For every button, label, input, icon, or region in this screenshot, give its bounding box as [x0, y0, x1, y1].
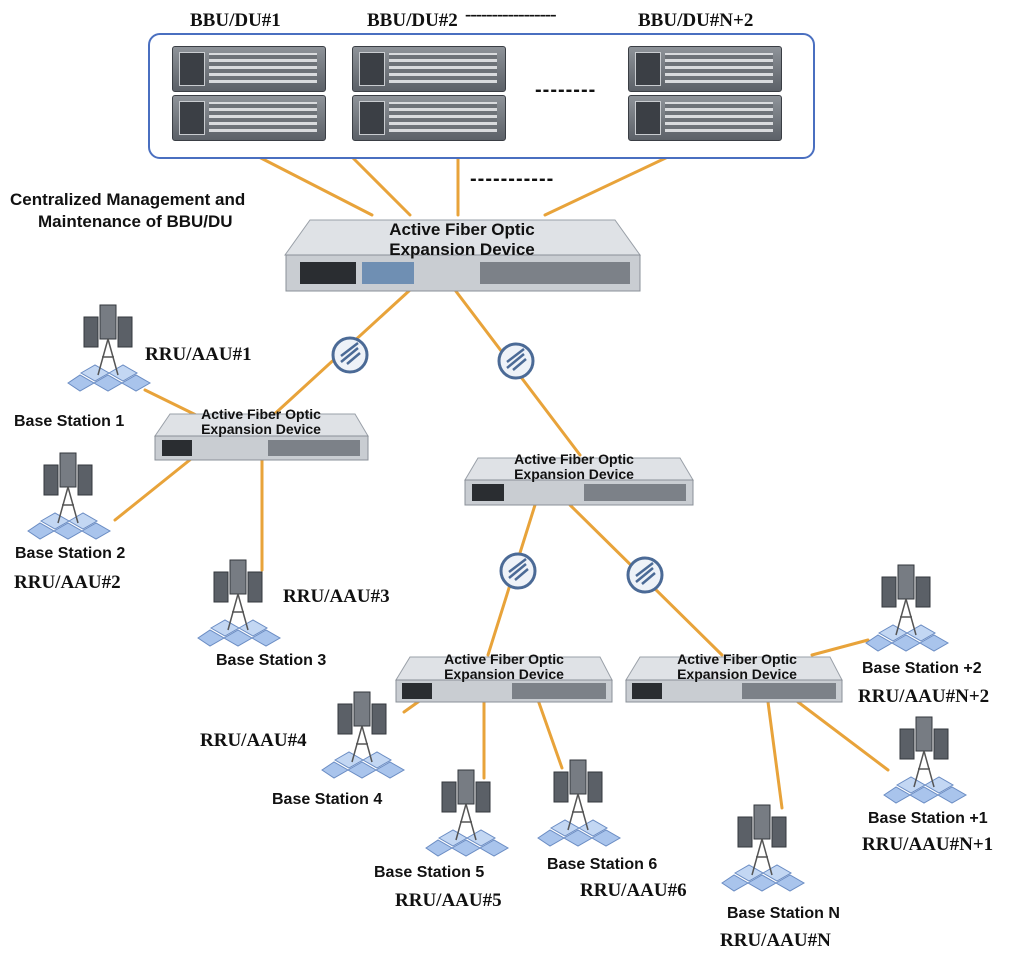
fiber-link	[113, 453, 198, 522]
fiber-link	[143, 388, 198, 417]
base-station-tower-icon	[537, 759, 621, 847]
device-label-line1: Active Fiber Optic	[389, 220, 535, 239]
base-station-tower-icon	[865, 564, 949, 652]
expansion-device-left	[154, 413, 369, 461]
base-station-label-1: Base Station 1	[14, 413, 125, 430]
optical-splitter-icon	[331, 336, 369, 374]
bbu-header-dashes: -----------------	[465, 4, 557, 25]
bbu-label-n2: BBU/DU#N+2	[638, 10, 754, 31]
fiber-link	[543, 153, 674, 217]
central-note-line1: Centralized Management and	[10, 190, 246, 209]
device-label-line2: Expansion Device	[514, 466, 634, 482]
fiber-link	[253, 153, 374, 217]
device-label-line2: Expansion Device	[389, 240, 535, 259]
fiber-link	[796, 700, 890, 772]
device-label-line1: Active Fiber Optic	[677, 651, 797, 667]
device-label-line2: Expansion Device	[677, 666, 797, 682]
base-station-tower-icon	[321, 691, 405, 779]
base-station-label-5: Base Station 5	[374, 864, 485, 881]
base-station-tower-icon	[883, 716, 967, 804]
bbu-du-pool-frame: --------	[148, 33, 815, 159]
base-station-tower-icon	[27, 452, 111, 540]
base-station-tower-icon	[197, 559, 281, 647]
fiber-link	[348, 153, 412, 217]
bbu-server-icon	[628, 95, 782, 141]
bbu-server-icon	[172, 46, 326, 92]
bbu-ellipsis: --------	[535, 79, 597, 101]
optical-splitter-icon	[626, 556, 664, 594]
expansion-device-middle	[464, 457, 694, 506]
fiber-link	[810, 638, 870, 657]
bbu-server-icon	[628, 46, 782, 92]
rru-label-6: RRU/AAU#6	[580, 880, 687, 901]
fiber-link	[766, 700, 784, 810]
rru-label-n1: RRU/AAU#N+1	[862, 834, 994, 855]
rru-label-5: RRU/AAU#5	[395, 890, 502, 911]
bbu-server-icon	[352, 95, 506, 141]
device-label-line2: Expansion Device	[201, 421, 321, 437]
rru-label-n2: RRU/AAU#N+2	[858, 686, 990, 707]
base-station-label-2: Base Station 2	[15, 545, 126, 562]
device-label-lower-left: Active Fiber Optic Expansion Device	[429, 652, 579, 682]
link-ellipsis: -----------	[470, 168, 555, 190]
bbu-server-icon	[352, 46, 506, 92]
rru-label-n: RRU/AAU#N	[720, 930, 831, 951]
device-label-lower-right: Active Fiber Optic Expansion Device	[662, 652, 812, 682]
base-station-label-n: Base Station N	[727, 905, 840, 922]
device-label-middle: Active Fiber Optic Expansion Device	[499, 452, 649, 482]
expansion-device-lower-left	[395, 656, 613, 703]
rru-label-1: RRU/AAU#1	[145, 344, 252, 365]
optical-splitter-icon	[499, 552, 537, 590]
bbu-label-1: BBU/DU#1	[190, 10, 281, 31]
rru-label-2: RRU/AAU#2	[14, 572, 121, 593]
bbu-server-icon	[172, 95, 326, 141]
device-label-line1: Active Fiber Optic	[514, 451, 634, 467]
device-label-line2: Expansion Device	[444, 666, 564, 682]
base-station-label-plus2: Base Station +2	[862, 660, 982, 677]
expansion-device-lower-right	[625, 656, 843, 703]
optical-splitter-icon	[497, 342, 535, 380]
device-label-left: Active Fiber Optic Expansion Device	[186, 407, 336, 437]
device-label-line1: Active Fiber Optic	[201, 406, 321, 422]
base-station-tower-icon	[425, 769, 509, 857]
base-station-tower-icon	[721, 804, 805, 892]
fiber-link	[536, 698, 564, 770]
base-station-label-4: Base Station 4	[272, 791, 383, 808]
base-station-label-6: Base Station 6	[547, 856, 658, 873]
base-station-label-3: Base Station 3	[216, 652, 327, 669]
rru-label-4: RRU/AAU#4	[200, 730, 307, 751]
rru-label-3: RRU/AAU#3	[283, 586, 390, 607]
base-station-label-plus1: Base Station +1	[868, 810, 988, 827]
base-station-tower-icon	[67, 304, 151, 392]
bbu-label-2: BBU/DU#2	[367, 10, 458, 31]
central-expansion-device	[284, 219, 641, 292]
device-label-line1: Active Fiber Optic	[444, 651, 564, 667]
device-label-central: Active Fiber Optic Expansion Device	[372, 220, 552, 260]
central-note-line2: Maintenance of BBU/DU	[38, 212, 233, 231]
